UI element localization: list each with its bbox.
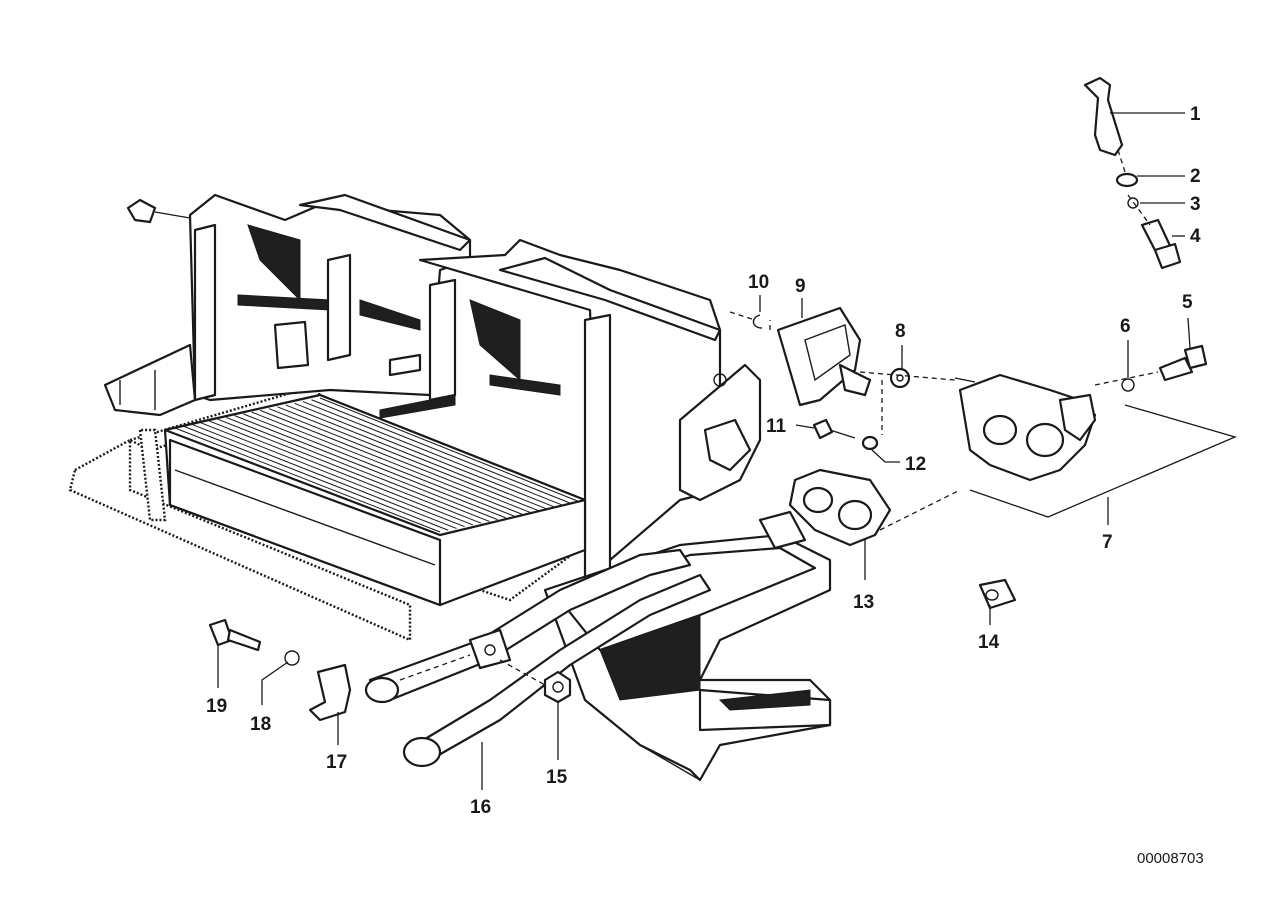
core-fin — [285, 404, 548, 510]
callout-12: 12 — [905, 454, 926, 475]
bolt-icon — [1158, 344, 1208, 382]
washer-icon — [1121, 378, 1135, 392]
bolt-icon — [208, 618, 262, 652]
hose-clamp-icon — [308, 663, 352, 722]
callout-8: 8 — [895, 321, 906, 342]
core-fin — [191, 424, 457, 529]
callout-11: 11 — [766, 416, 787, 437]
callout-1: 1 — [1190, 104, 1201, 125]
core-fin — [302, 401, 564, 506]
washer-icon — [861, 435, 879, 451]
callout-6: 6 — [1120, 316, 1131, 337]
sleeve-icon — [978, 578, 1017, 610]
core-fin — [183, 425, 449, 531]
valve-gasket-icon — [788, 468, 892, 547]
coolant-pipe-icon — [364, 510, 807, 768]
bolt-icon — [812, 418, 856, 440]
core-fin — [174, 427, 441, 533]
core-fin — [294, 402, 556, 508]
diagram-reference-number: 00008703 — [1137, 850, 1204, 867]
callout-13: 13 — [853, 592, 874, 613]
core-fin — [217, 418, 482, 524]
clip-icon — [752, 314, 763, 329]
callout-16: 16 — [470, 797, 491, 818]
core-fin — [243, 413, 507, 519]
washer-icon — [284, 650, 300, 666]
bracket-icon — [1083, 76, 1124, 157]
callout-9: 9 — [795, 276, 806, 297]
callout-10: 10 — [748, 272, 769, 293]
washer-icon — [1115, 172, 1139, 188]
core-fin — [225, 416, 490, 522]
washer-icon — [1127, 197, 1139, 209]
callout-7: 7 — [1102, 532, 1113, 553]
bracket-icon — [678, 363, 762, 502]
callout-5: 5 — [1182, 292, 1193, 313]
core-fin — [277, 406, 540, 512]
callout-15: 15 — [546, 767, 568, 788]
core-fin — [260, 409, 523, 515]
callout-19: 19 — [206, 696, 227, 717]
heater-housing-icon — [103, 193, 722, 587]
core-fin — [251, 411, 515, 517]
callout-18: 18 — [250, 714, 271, 735]
core-fin — [319, 397, 581, 503]
leader-lines — [217, 112, 1237, 790]
nut-icon — [543, 670, 572, 704]
callout-4: 4 — [1190, 226, 1201, 247]
core-fin — [268, 408, 531, 514]
bolt-icon — [1140, 218, 1182, 270]
callout-17: 17 — [326, 752, 347, 773]
control-quadrant-icon — [776, 306, 872, 407]
callout-14: 14 — [978, 632, 1000, 653]
clip-icon — [126, 198, 191, 224]
callout-2: 2 — [1190, 166, 1201, 187]
core-fin — [311, 399, 572, 505]
core-fin — [200, 422, 465, 528]
core-fin — [208, 420, 474, 526]
core-fin — [234, 415, 498, 521]
gear-icon — [889, 367, 911, 389]
water-valve-icon — [954, 373, 1097, 482]
callout-3: 3 — [1190, 194, 1201, 215]
callout-labels: 1 2 3 4 5 6 7 8 9 10 11 12 13 14 15 16 1… — [206, 104, 1201, 818]
heat-exchanger-core-icon — [163, 393, 587, 607]
